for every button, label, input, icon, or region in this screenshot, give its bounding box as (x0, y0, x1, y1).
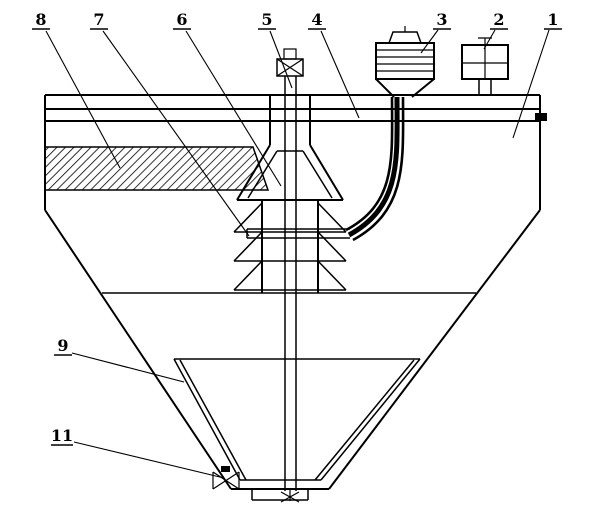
feed-pipe-curve-inner (352, 96, 405, 242)
inner-cone (173, 358, 421, 481)
leader-2 (483, 29, 496, 50)
hatched-zone (44, 146, 270, 191)
leader-3 (420, 29, 439, 54)
feedwell-bell-inner (247, 150, 333, 199)
callout-5: 5 (261, 10, 272, 29)
feed-pipe-curve-outer (345, 96, 394, 232)
deflector-cones (233, 202, 347, 291)
callout-11: 11 (51, 426, 73, 445)
shaft-top-cap (283, 48, 297, 60)
leader-1 (512, 29, 550, 139)
tank-shell (44, 94, 541, 501)
inclined-plate-pack (44, 146, 270, 191)
feedwell-bell-outer (236, 144, 344, 201)
leader-11 (73, 441, 225, 479)
deflector-cone-2 (233, 231, 347, 262)
callout-2: 2 (493, 10, 504, 29)
inner-cone-right-wall (314, 358, 421, 481)
feed-pipe-curve-core (347, 96, 400, 238)
leader-5 (269, 30, 293, 89)
feed-pipe (246, 96, 405, 242)
leader-lines (45, 29, 550, 479)
callout-6: 6 (176, 10, 187, 29)
valve-bowtie (212, 471, 240, 490)
control-box-cross (462, 45, 508, 79)
control-box-top-tick (478, 37, 492, 45)
fitting-block (535, 113, 547, 121)
leader-8 (45, 30, 121, 169)
bearing-cross (276, 58, 304, 77)
callout-1: 1 (547, 10, 558, 29)
callout-9: 9 (57, 336, 68, 355)
leader-4 (320, 30, 360, 119)
feeder-funnel (375, 78, 435, 98)
deflector-cone-3 (233, 260, 347, 291)
feeder-body (375, 42, 435, 80)
callout-3: 3 (436, 10, 447, 29)
callout-4: 4 (311, 10, 322, 29)
shaft-bottom-cross (280, 489, 300, 503)
control-box (461, 37, 509, 95)
callout-8: 8 (35, 10, 46, 29)
control-box-stem (478, 79, 492, 95)
feeder-top-cap (387, 31, 423, 44)
feedwell-neck (269, 95, 311, 145)
feedwell-tube (261, 200, 319, 293)
valve-handle (221, 466, 230, 472)
leader-9 (71, 352, 185, 383)
right-cone-wall (328, 209, 541, 490)
feedwell (236, 95, 344, 293)
inner-cone-left-wall (173, 358, 247, 481)
drain-valve (212, 466, 240, 490)
shaft-lines (284, 76, 297, 491)
leader-7 (102, 30, 250, 237)
bottom-flange (251, 489, 309, 501)
agitator-shaft (276, 48, 304, 503)
callout-7: 7 (93, 10, 104, 29)
callout-labels: 8 7 6 5 4 3 2 1 9 11 (32, 10, 562, 446)
feeder-assembly (375, 26, 435, 98)
leader-6 (185, 30, 282, 187)
feeder-fins (376, 49, 434, 72)
deflector-cone-1 (233, 202, 347, 233)
left-cone-wall (44, 209, 232, 490)
overflow-fitting (535, 113, 547, 121)
